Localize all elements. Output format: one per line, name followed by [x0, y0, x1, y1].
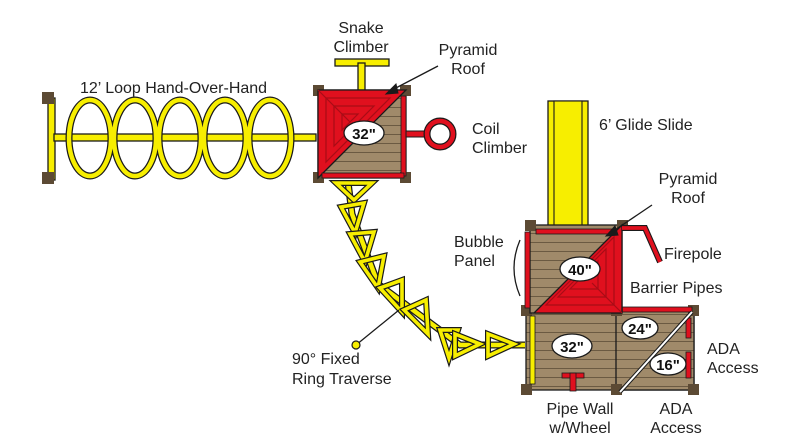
snake-climber-label: Snake: [338, 20, 383, 37]
firepole: [622, 225, 663, 264]
bubble-panel-label: Bubble: [454, 234, 504, 251]
ada-access-bottom-label-line2: Access: [650, 420, 702, 437]
ring-traverse-label-line2: Ring Traverse: [292, 371, 392, 388]
barrier-pipes-label: Barrier Pipes: [630, 280, 722, 297]
pyramid-roof-top-label: Pyramid: [439, 42, 498, 59]
left-tower-height-text: 32": [352, 126, 376, 143]
main-deck: 32" 24" 16": [521, 305, 699, 395]
left-tower: 32": [313, 85, 411, 183]
ring-traverse-label: 90° Fixed: [292, 351, 360, 368]
labels: Snake Climber Pyramid Roof 12’ Loop Hand…: [80, 20, 759, 437]
ada-access-right-label: ADA: [707, 341, 740, 358]
left-tower-height-badge: [343, 120, 385, 146]
pipe-wall-label: Pipe Wall: [547, 401, 614, 418]
glide-slide-label: 6’ Glide Slide: [599, 117, 693, 134]
pyramid-roof-right-label-line2: Roof: [671, 190, 705, 207]
pipe-wall-label-line2: w/Wheel: [548, 420, 610, 437]
right-tower-height-text: 40": [568, 262, 592, 279]
ada-lower-height-text: 16": [656, 357, 680, 374]
coil-climber: [405, 117, 457, 151]
coil-climber-label-line2: Climber: [472, 140, 528, 157]
snake-climber-label-line2: Climber: [333, 39, 389, 56]
loop-hand-over-hand-label: 12’ Loop Hand-Over-Hand: [80, 80, 267, 97]
snake-climber: [334, 58, 390, 94]
coil-climber-label: Coil: [472, 121, 500, 138]
main-deck-height-text: 32": [560, 339, 584, 356]
loop-hand-over-hand: [42, 92, 317, 184]
ada-access-right-label-line2: Access: [707, 360, 759, 377]
bubble-panel-label-line2: Panel: [454, 253, 495, 270]
glide-slide: [547, 100, 589, 234]
ada-access-bottom-label: ADA: [660, 401, 693, 418]
ring-traverse: [328, 180, 525, 368]
pyramid-roof-top-label-line2: Roof: [451, 61, 485, 78]
pyramid-roof-right-label: Pyramid: [659, 171, 718, 188]
firepole-label: Firepole: [664, 246, 722, 263]
callout-arrows: [384, 65, 653, 237]
ada-upper-height-text: 24": [628, 321, 652, 338]
